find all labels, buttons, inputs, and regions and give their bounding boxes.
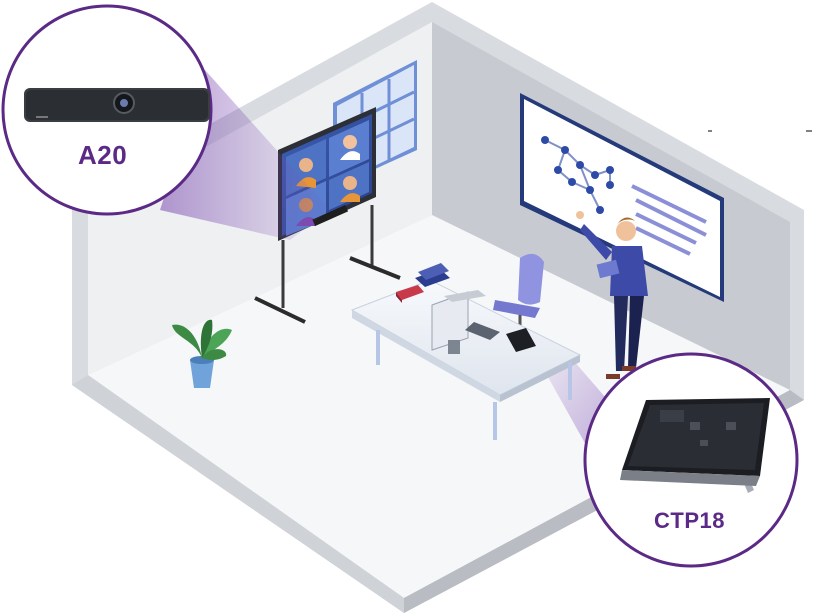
video-bar-icon xyxy=(24,88,210,122)
books xyxy=(396,263,450,303)
whiteboard xyxy=(520,93,724,302)
a20-callout xyxy=(1,4,213,216)
potted-plant-icon xyxy=(172,319,232,388)
touch-panel-icon xyxy=(620,398,770,493)
ctp18-label: CTP18 xyxy=(654,508,725,533)
presenter xyxy=(576,211,648,379)
a20-label: A20 xyxy=(78,140,128,170)
touch-panel-small xyxy=(506,328,536,352)
ctp18-callout xyxy=(583,352,799,568)
floor-edge xyxy=(72,375,404,613)
camera-bar-small xyxy=(312,204,349,226)
desk-monitor xyxy=(431,290,500,354)
chair xyxy=(493,253,544,330)
